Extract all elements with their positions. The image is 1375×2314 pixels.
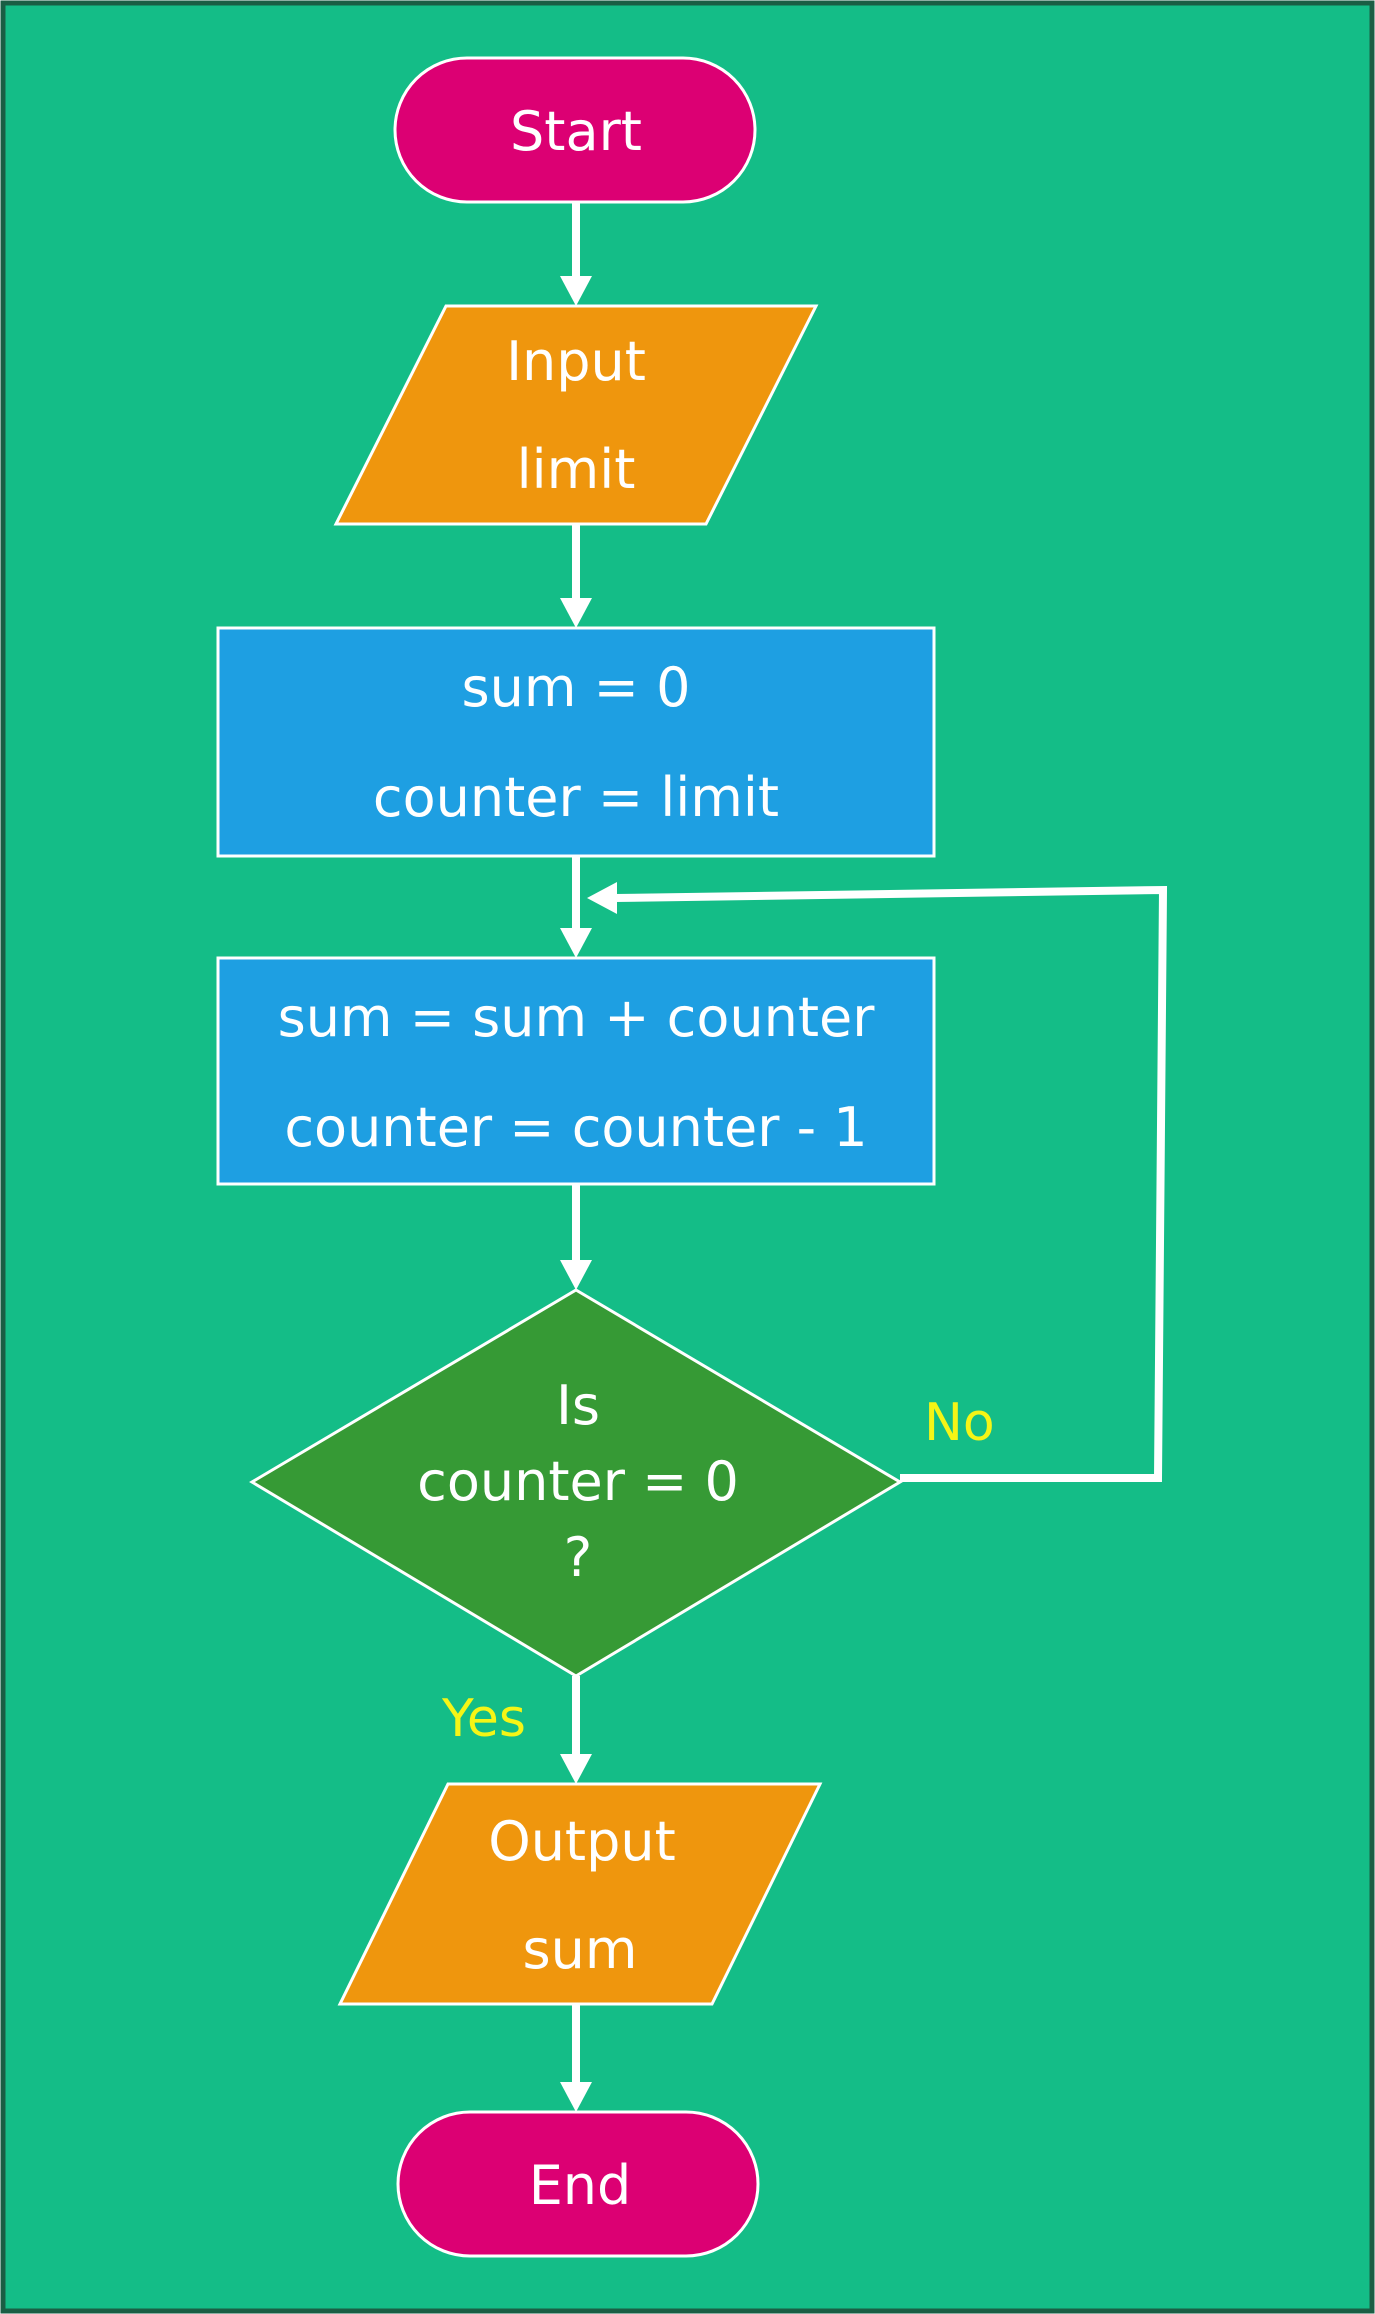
init-shape	[216, 626, 936, 858]
branch-no-label: No	[924, 1393, 995, 1453]
output-label-line2: sum	[523, 1918, 638, 1981]
branch-yes-label: Yes	[441, 1689, 526, 1749]
start-terminator: Start	[393, 56, 757, 204]
init-label-line2: counter = limit	[373, 766, 779, 829]
decision-label-line2: counter = 0	[417, 1450, 739, 1513]
init-process-box: sum = 0 counter = limit	[216, 626, 936, 858]
end-shape	[396, 2110, 760, 2258]
decision-label-line3: ?	[564, 1526, 593, 1589]
connectors	[560, 202, 1168, 2112]
decision-shape	[249, 1288, 903, 1678]
output-shape	[337, 1782, 823, 2006]
start-shape	[393, 56, 757, 204]
input-parallelogram: Input limit	[333, 304, 819, 526]
input-label-line1: Input	[506, 330, 646, 393]
loop-body-label-line2: counter = counter - 1	[284, 1096, 867, 1159]
arrowhead-output	[560, 1754, 592, 1784]
arrowhead-input	[560, 276, 592, 306]
arrowhead-init	[560, 598, 592, 628]
arrowhead-end	[560, 2082, 592, 2112]
loop-body-process-box: sum = sum + counter counter = counter - …	[216, 956, 936, 1186]
arrowhead-loop-back	[587, 882, 617, 914]
input-shape	[333, 304, 819, 526]
connector-no-loop-back	[614, 885, 1168, 1482]
loop-body-shape	[216, 956, 936, 1186]
start-label: Start	[510, 100, 642, 163]
end-label: End	[529, 2154, 632, 2217]
decision-label-line1: Is	[556, 1374, 600, 1437]
decision-diamond: Is counter = 0 ?	[249, 1288, 903, 1678]
end-terminator: End	[396, 2110, 760, 2258]
output-label-line1: Output	[488, 1810, 676, 1873]
arrowhead-decision	[560, 1260, 592, 1290]
loop-body-label-line1: sum = sum + counter	[278, 986, 876, 1049]
init-label-line1: sum = 0	[462, 656, 691, 719]
input-label-line2: limit	[517, 438, 636, 501]
output-parallelogram: Output sum	[337, 1782, 823, 2006]
arrowhead-loop	[560, 928, 592, 958]
